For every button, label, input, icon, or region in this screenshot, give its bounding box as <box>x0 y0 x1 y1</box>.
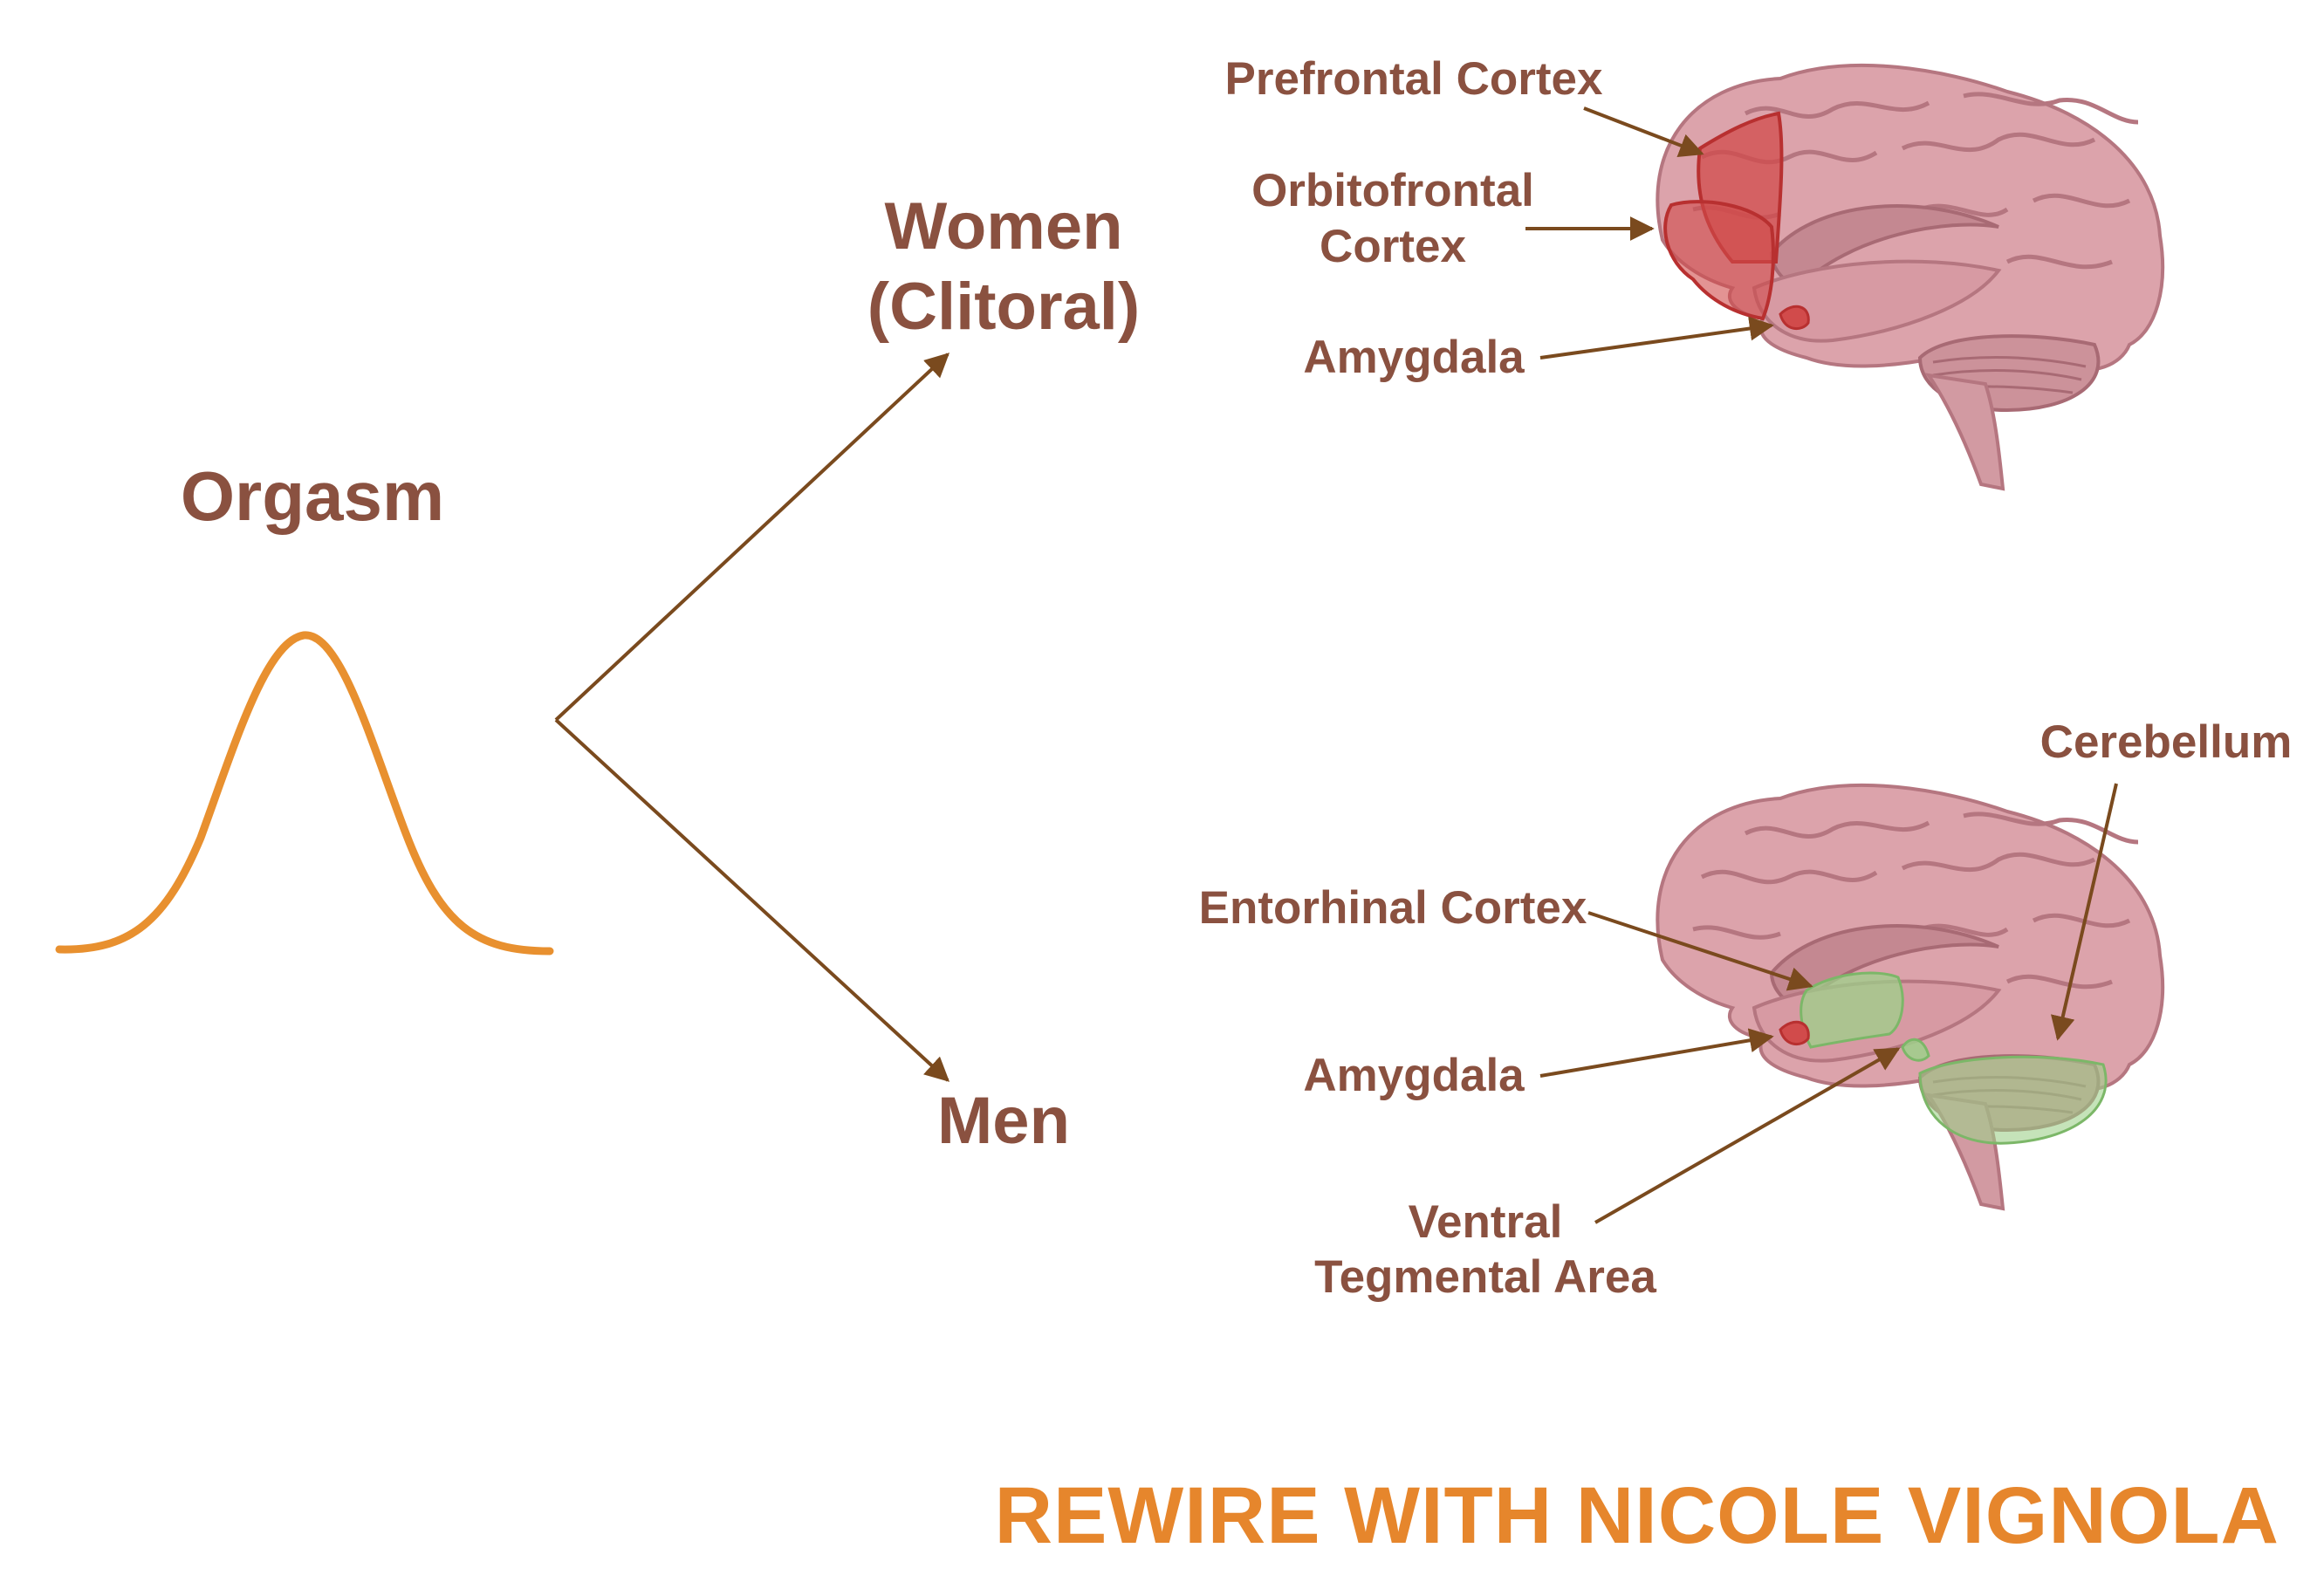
arrow-to-men <box>554 718 950 1082</box>
women-orbitofrontal-label-line2: Cortex <box>1320 221 1466 272</box>
vta-pointer <box>1594 1047 1901 1224</box>
cerebellum-highlight <box>1918 1055 2108 1145</box>
cerebellum-pointer <box>2050 783 2118 1041</box>
men-vta-label-line2: Tegmental Area <box>1314 1251 1656 1303</box>
root-label: Orgasm <box>181 457 444 535</box>
brand-footer: REWIRE WITH NICOLE VIGNOLA <box>995 1471 2279 1560</box>
women-prefrontal-label: Prefrontal Cortex <box>1225 53 1603 105</box>
women-amygdala-label: Amygdala <box>1303 332 1525 383</box>
arrow-to-women <box>554 353 950 722</box>
vta-highlight <box>1901 1038 1930 1062</box>
men-amygdala-label: Amygdala <box>1303 1050 1525 1101</box>
bell-curve-icon <box>55 631 554 955</box>
men-brain-illustration <box>1657 785 2163 1209</box>
women-label-line2: (Clitoral) <box>867 270 1140 344</box>
women-amygdala-pointer <box>1539 316 1774 360</box>
women-orbitofrontal-label-line1: Orbitofrontal <box>1251 165 1534 216</box>
orbitofrontal-highlight <box>1663 200 1775 321</box>
men-vta-label-line1: Ventral <box>1409 1196 1563 1248</box>
prefrontal-pointer <box>1583 106 1704 158</box>
entorhinal-pointer <box>1587 911 1813 991</box>
amygdala-highlight-men <box>1779 1020 1810 1046</box>
men-cerebellum-label: Cerebellum <box>2040 716 2293 768</box>
women-label-line1: Women <box>884 189 1122 264</box>
men-label: Men <box>937 1084 1070 1158</box>
women-brain-illustration <box>1657 65 2163 489</box>
amygdala-highlight-women <box>1779 305 1810 331</box>
men-entorhinal-label: Entorhinal Cortex <box>1199 882 1587 934</box>
men-amygdala-pointer <box>1539 1028 1774 1078</box>
